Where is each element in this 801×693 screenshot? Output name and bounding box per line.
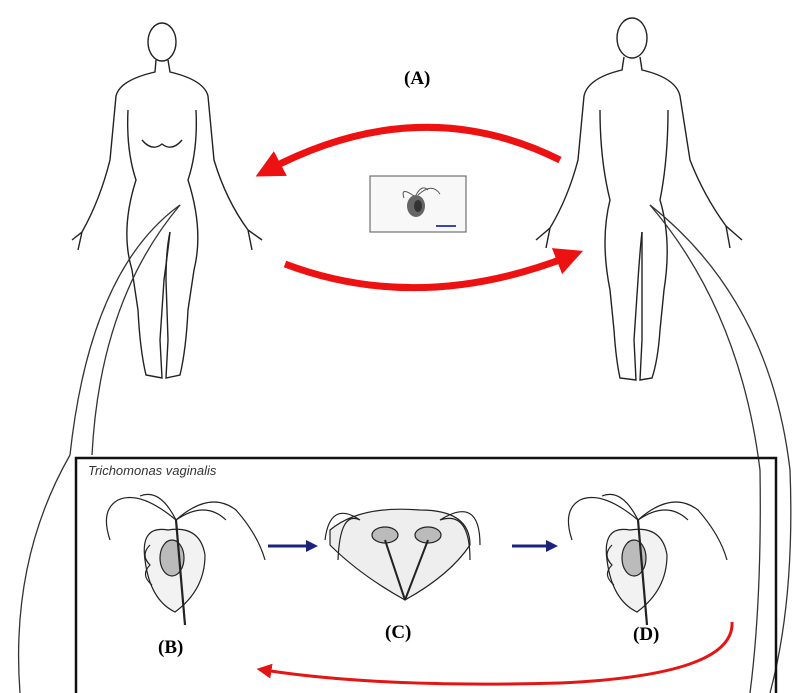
- label-d: (D): [633, 624, 659, 646]
- label-c: (C): [385, 622, 411, 644]
- female-figure-icon: [72, 23, 262, 378]
- label-b: (B): [158, 637, 183, 659]
- label-a: (A): [404, 68, 430, 90]
- cycle-arrow-d-b: [264, 622, 732, 684]
- transmission-arrow-to-male: [285, 256, 570, 288]
- male-figure-icon: [536, 18, 742, 380]
- inset-micrograph-icon: [370, 176, 466, 232]
- species-label: Trichomonas vaginalis: [88, 463, 216, 478]
- trophozoite-b-icon: [106, 494, 265, 625]
- connector-curves: [19, 205, 791, 693]
- trophozoite-d-icon: [568, 494, 727, 625]
- transmission-arrow-to-female: [268, 127, 560, 170]
- trophozoite-c-icon: [325, 509, 480, 600]
